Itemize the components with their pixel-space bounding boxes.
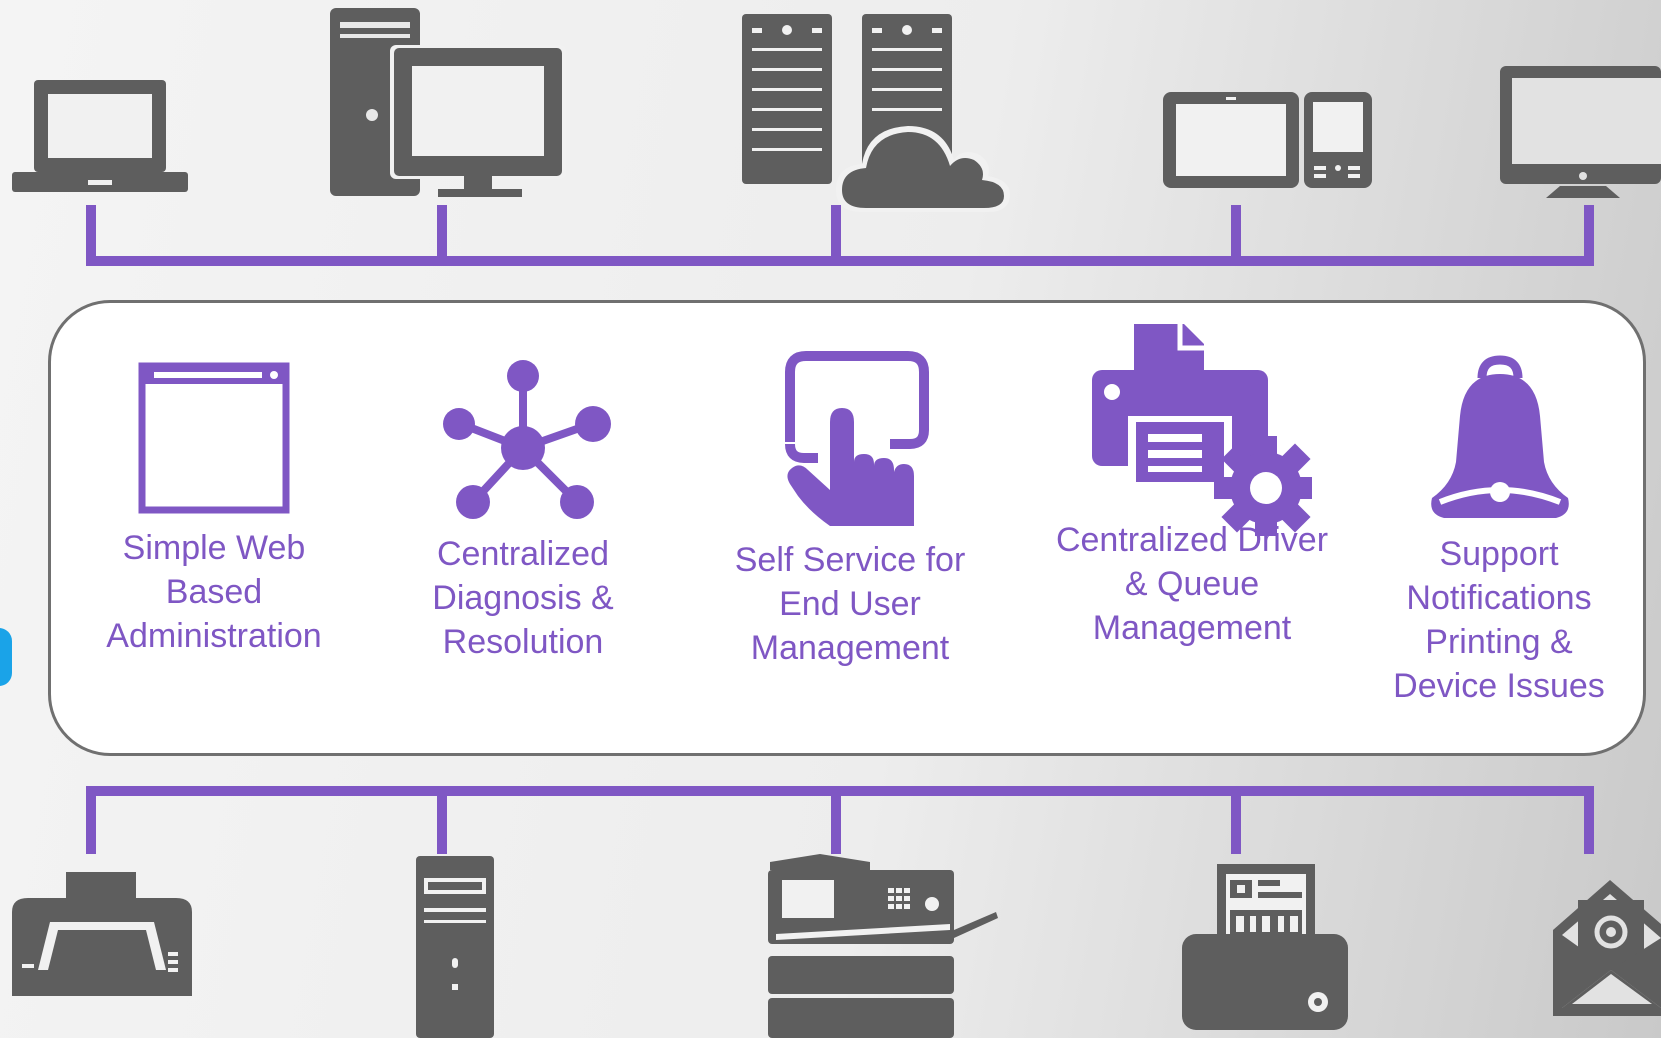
feature-label: Simple Web Based Administration [106, 529, 322, 655]
printer-gear-icon [1092, 324, 1312, 536]
feature-web-administration: Simple Web Based Administration [78, 362, 350, 658]
feature-diagnosis-resolution: Centralized Diagnosis & Resolution [392, 356, 654, 664]
desktop-computer-icon [330, 8, 566, 197]
feature-support-notifications: Support Notifications Printing & Device … [1374, 352, 1624, 708]
multifunction-copier-icon [768, 854, 998, 1038]
feature-label: Support Notifications Printing & Device … [1393, 535, 1605, 705]
web-window-icon [138, 362, 290, 514]
features-panel [48, 300, 1646, 756]
feature-label: Self Service for End User Management [734, 541, 966, 667]
feature-driver-queue: Centralized Driver & Queue Management [1032, 320, 1352, 650]
tablet-phone-icon [1163, 92, 1372, 188]
top-connector-bus [86, 205, 1594, 266]
feature-label: Centralized Diagnosis & Resolution [432, 535, 614, 661]
feature-self-service: Self Service for End User Management [700, 350, 1000, 670]
fax-machine-icon [1182, 864, 1348, 1030]
feature-label: Centralized Driver & Queue Management [1055, 521, 1329, 647]
network-hub-icon [443, 360, 611, 519]
email-icon [1553, 880, 1661, 1016]
bottom-connector-bus [86, 786, 1594, 854]
blue-edge-marker [0, 628, 12, 686]
printer-icon [12, 872, 192, 996]
bell-icon [1431, 355, 1569, 518]
servers-cloud-icon [742, 14, 1010, 212]
laptop-icon [12, 80, 188, 192]
monitor-icon [1500, 66, 1661, 198]
tower-pc-icon [416, 856, 494, 1038]
touch-hand-icon [785, 351, 929, 526]
